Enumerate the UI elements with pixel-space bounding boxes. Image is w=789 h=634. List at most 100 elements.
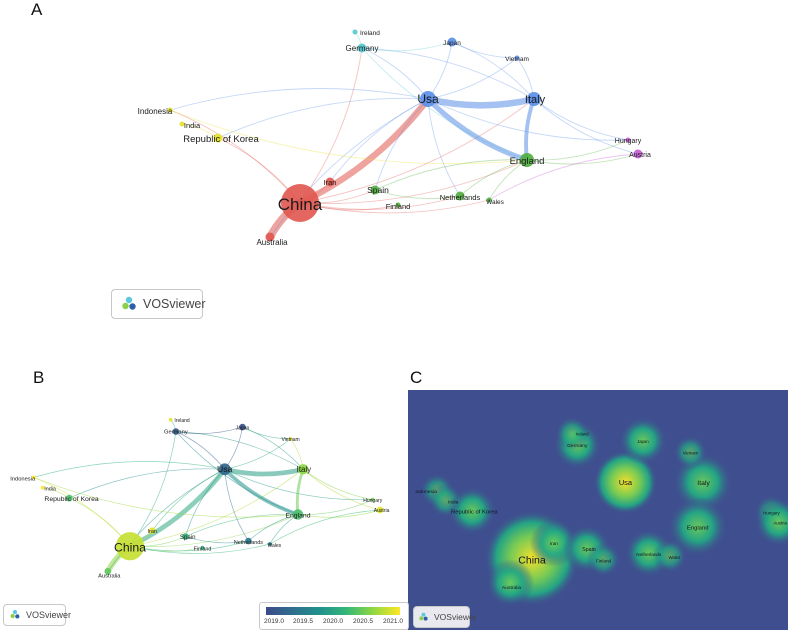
edge-spain-netherlands bbox=[374, 189, 461, 199]
node-label-spain: Spain bbox=[367, 185, 389, 195]
node-wales[interactable] bbox=[486, 197, 492, 203]
overlay-node-label-germany: Germany bbox=[164, 430, 188, 436]
node-china[interactable] bbox=[281, 184, 319, 222]
overlay-edge-italy-austria bbox=[302, 468, 381, 511]
node-indonesia[interactable] bbox=[167, 107, 173, 113]
node-india[interactable] bbox=[179, 121, 185, 127]
overlay-edge-indonesia-england bbox=[33, 477, 299, 518]
edge-usa-netherlands bbox=[427, 98, 461, 197]
node-label-india: India bbox=[184, 121, 201, 130]
node-label-austria: Austria bbox=[629, 152, 651, 159]
edge-england-spain bbox=[374, 159, 528, 191]
overlay-node-iran[interactable] bbox=[148, 527, 156, 535]
overlay-node-japan[interactable] bbox=[239, 423, 246, 431]
node-usa[interactable] bbox=[420, 91, 436, 107]
node-netherlands[interactable] bbox=[455, 191, 465, 201]
node-iran[interactable] bbox=[325, 177, 335, 187]
node-label-wales: Wales bbox=[486, 199, 505, 206]
node-germany[interactable] bbox=[357, 43, 367, 53]
density-label-spain: Spain bbox=[582, 547, 596, 553]
overlay-node-spain[interactable] bbox=[182, 533, 189, 540]
overlay-node-label-hungary: Hungary bbox=[363, 498, 383, 504]
node-label-japan: Japan bbox=[443, 40, 461, 47]
overlay-node-china[interactable] bbox=[115, 532, 145, 561]
year-color-legend: 2019.0 2019.5 2020.0 2020.5 2021.0 bbox=[259, 602, 409, 630]
overlay-node-label-wales: Wales bbox=[267, 543, 281, 549]
density-blob-ireland bbox=[555, 416, 590, 451]
edge-italy-hungary bbox=[533, 98, 629, 141]
node-finland[interactable] bbox=[395, 202, 401, 208]
edge-england-hungary bbox=[526, 139, 629, 161]
overlay-node-vietnam[interactable] bbox=[288, 437, 293, 441]
overlay-edge-germany-england bbox=[175, 431, 299, 515]
overlay-node-label-netherlands: Netherlands bbox=[234, 540, 263, 546]
legend-tick: 2019.0 bbox=[264, 618, 284, 625]
overlay-edge-china-italy bbox=[129, 468, 304, 547]
edge-germany-japan bbox=[361, 41, 453, 52]
node-hungary[interactable] bbox=[625, 137, 631, 143]
node-label-korea: Republic of Korea bbox=[183, 134, 259, 145]
overlay-node-label-korea: Republic of Korea bbox=[44, 496, 98, 503]
overlay-edge-usa-australia bbox=[107, 468, 226, 572]
overlay-node-korea[interactable] bbox=[65, 494, 73, 502]
node-england[interactable] bbox=[520, 153, 534, 167]
node-austria[interactable] bbox=[633, 149, 643, 159]
overlay-edge-usa-netherlands bbox=[224, 468, 249, 542]
edge-italy-austria bbox=[533, 98, 639, 155]
overlay-node-ireland[interactable] bbox=[168, 417, 173, 422]
edge-usa-indonesia bbox=[169, 88, 429, 111]
density-label-hungary: Hungary bbox=[763, 510, 780, 515]
overlay-node-finland[interactable] bbox=[200, 545, 205, 550]
edge-usa-vietnam bbox=[427, 57, 518, 100]
density-blob-korea bbox=[448, 486, 497, 535]
overlay-node-australia[interactable] bbox=[104, 568, 112, 575]
node-australia[interactable] bbox=[265, 232, 275, 242]
overlay-node-label-ireland: Ireland bbox=[174, 418, 190, 424]
node-label-england: England bbox=[510, 156, 545, 167]
edge-china-italy bbox=[299, 98, 535, 204]
overlay-edge-england-austria bbox=[297, 509, 381, 518]
edge-china-usa bbox=[296, 95, 432, 207]
overlay-node-label-iran: Iran bbox=[148, 529, 157, 535]
overlay-node-italy[interactable] bbox=[297, 464, 309, 475]
density-blob-wales bbox=[652, 539, 687, 573]
node-italy[interactable] bbox=[527, 92, 541, 106]
density-label-korea: Republic of Korea bbox=[451, 510, 498, 516]
panel-letter-b: B bbox=[33, 368, 45, 387]
panel-letter-c: C bbox=[410, 368, 423, 387]
node-japan[interactable] bbox=[447, 37, 457, 47]
node-label-finland: Finland bbox=[386, 202, 411, 211]
overlay-node-austria[interactable] bbox=[376, 506, 384, 514]
overlay-node-germany[interactable] bbox=[172, 428, 180, 435]
overlay-edge-italy-germany bbox=[175, 431, 304, 470]
edge-england-netherlands bbox=[459, 159, 528, 197]
density-blob-vietnam bbox=[673, 435, 708, 470]
vosviewer-badge-a: VOSviewer bbox=[111, 289, 206, 319]
density-label-wales: Wales bbox=[669, 555, 680, 560]
overlay-node-indonesia[interactable] bbox=[31, 475, 36, 480]
node-spain[interactable] bbox=[370, 185, 380, 195]
edge-england-austria bbox=[526, 153, 639, 165]
vosviewer-badge-b: VOSviewer bbox=[3, 604, 71, 626]
overlay-node-hungary[interactable] bbox=[370, 497, 375, 502]
node-korea[interactable] bbox=[213, 133, 223, 143]
density-label-germany: Germany bbox=[567, 443, 588, 449]
overlay-node-wales[interactable] bbox=[268, 542, 272, 546]
overlay-node-label-england: England bbox=[285, 512, 310, 519]
overlay-node-england[interactable] bbox=[292, 509, 304, 520]
overlay-node-netherlands[interactable] bbox=[245, 537, 252, 545]
vosviewer-logo-icon bbox=[9, 608, 21, 622]
overlay-node-india[interactable] bbox=[40, 485, 45, 490]
density-label-iran: Iran bbox=[550, 541, 558, 546]
overlay-node-usa[interactable] bbox=[218, 463, 231, 476]
density-label-vietnam: Vietnam bbox=[683, 451, 699, 456]
overlay-edge-china-wales bbox=[129, 543, 271, 554]
density-blob-england bbox=[667, 496, 728, 557]
node-vietnam[interactable] bbox=[514, 55, 520, 61]
node-ireland[interactable] bbox=[352, 29, 358, 35]
overlay-node-label-finland: Finland bbox=[194, 547, 212, 553]
density-label-japan: Japan bbox=[637, 439, 649, 444]
